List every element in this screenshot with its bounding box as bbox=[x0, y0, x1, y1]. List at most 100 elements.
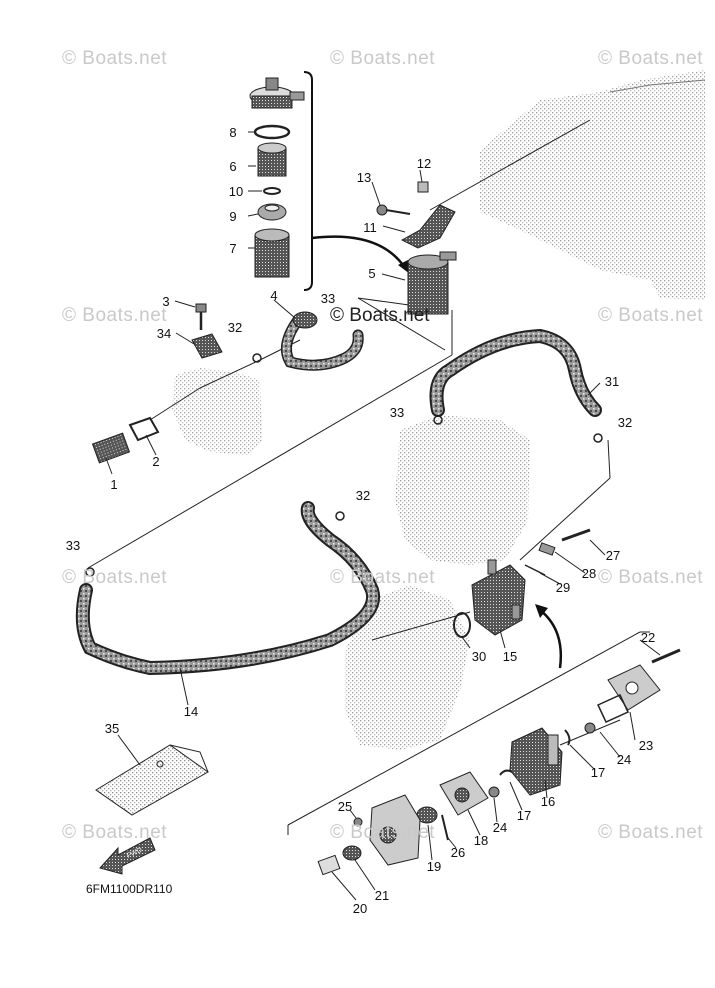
callout-4: 4 bbox=[270, 288, 277, 303]
callout-26: 26 bbox=[451, 845, 465, 860]
callout-13: 13 bbox=[357, 170, 371, 185]
plunger-part-20 bbox=[317, 854, 341, 876]
callout-32a: 32 bbox=[228, 320, 242, 335]
callout-25: 25 bbox=[338, 799, 352, 814]
watermark: © Boats.net bbox=[598, 305, 704, 326]
callout-19: 19 bbox=[427, 859, 441, 874]
callout-23: 23 bbox=[639, 738, 653, 753]
clamp-part-34 bbox=[191, 333, 223, 359]
callout-11: 11 bbox=[363, 220, 377, 235]
pump-cover-part-23 bbox=[607, 664, 661, 711]
fuel-hose-part-4 bbox=[280, 311, 364, 371]
callout-10: 10 bbox=[229, 184, 243, 199]
o-ring-part-8 bbox=[253, 124, 291, 140]
nut-part-12 bbox=[417, 181, 429, 193]
watermark: © Boats.net bbox=[598, 48, 704, 69]
callout-24a: 24 bbox=[617, 752, 631, 767]
callout-1: 1 bbox=[110, 477, 117, 492]
watermark: © Boats.net bbox=[598, 567, 704, 588]
callout-27: 27 bbox=[606, 548, 620, 563]
watermark: © Boats.net bbox=[330, 567, 436, 588]
watermark: © Boats.net bbox=[330, 48, 436, 69]
callout-22: 22 bbox=[641, 630, 655, 645]
callout-8: 8 bbox=[229, 125, 236, 140]
fwd-arrow-icon bbox=[99, 837, 156, 875]
float-part-9 bbox=[257, 203, 287, 221]
watermark: © Boats.net bbox=[330, 822, 436, 843]
engine-block-top-right bbox=[480, 70, 706, 300]
gasket-part-2 bbox=[128, 416, 160, 442]
watermark: © Boats.net bbox=[62, 48, 168, 69]
arrow-to-filter bbox=[311, 235, 407, 269]
callout-35: 35 bbox=[105, 721, 119, 736]
callout-18: 18 bbox=[474, 833, 488, 848]
engine-block-lower bbox=[345, 585, 470, 750]
callout-30: 30 bbox=[472, 649, 486, 664]
filter-bracket-part-11 bbox=[400, 204, 456, 249]
callout-33b: 33 bbox=[390, 405, 404, 420]
callout-31: 31 bbox=[605, 374, 619, 389]
filter-group-bracket bbox=[303, 71, 313, 291]
watermark: © Boats.net bbox=[62, 567, 168, 588]
arrow-to-pump bbox=[539, 609, 562, 669]
arrow-head-pump bbox=[535, 604, 548, 618]
filter-cap-part bbox=[249, 77, 305, 109]
watermark: © Boats.net bbox=[598, 822, 704, 843]
pin-part-26 bbox=[441, 814, 449, 841]
callout-12: 12 bbox=[417, 156, 431, 171]
fuel-pump-part-15 bbox=[471, 559, 526, 636]
watermark: © Boats.net bbox=[62, 822, 168, 843]
callout-9: 9 bbox=[229, 209, 236, 224]
valve-part-17b bbox=[499, 769, 513, 776]
bolt-part-27 bbox=[561, 528, 591, 542]
fuel-hose-part-14 bbox=[75, 501, 381, 676]
pin-part-29 bbox=[524, 564, 546, 576]
spring-part-21 bbox=[342, 845, 362, 861]
engine-block-center-right bbox=[395, 415, 530, 565]
callout-17b: 17 bbox=[517, 808, 531, 823]
gasket-part-24 bbox=[596, 694, 630, 723]
callout-15: 15 bbox=[503, 649, 517, 664]
watermark: © Boats.net bbox=[62, 305, 168, 326]
fuel-joint-part-1 bbox=[91, 432, 131, 464]
callout-32c: 32 bbox=[356, 488, 370, 503]
filter-cup-part-7 bbox=[254, 228, 290, 278]
parts-bag-part-35 bbox=[95, 744, 209, 816]
arrow-head-filter bbox=[398, 260, 410, 274]
screw-part-24b bbox=[584, 722, 596, 734]
bolt-part-13 bbox=[376, 204, 411, 216]
callout-29: 29 bbox=[556, 580, 570, 595]
callout-3: 3 bbox=[162, 294, 169, 309]
pin-part-28 bbox=[538, 542, 556, 556]
callout-34: 34 bbox=[157, 326, 171, 341]
engine-block-left bbox=[172, 368, 262, 455]
pump-body-part-16 bbox=[509, 727, 563, 796]
fuel-hose-part-31 bbox=[429, 328, 602, 417]
callout-14: 14 bbox=[184, 704, 198, 719]
filter-element-part-6 bbox=[257, 142, 287, 177]
callout-24b: 24 bbox=[493, 820, 507, 835]
callout-labels: 8 6 10 9 7 5 12 13 11 3 34 4 33 32 1 2 3… bbox=[66, 125, 655, 916]
callout-leaders bbox=[105, 131, 661, 901]
callout-33c: 33 bbox=[66, 538, 80, 553]
pump-base-part bbox=[369, 794, 421, 866]
callout-21: 21 bbox=[375, 888, 389, 903]
callout-16: 16 bbox=[541, 794, 555, 809]
watermark-center: © Boats.net bbox=[330, 305, 430, 326]
callout-17a: 17 bbox=[591, 765, 605, 780]
callout-2: 2 bbox=[152, 454, 159, 469]
diagram-code: 6FM1100DR110 bbox=[86, 882, 173, 896]
callout-32b: 32 bbox=[618, 415, 632, 430]
callout-6: 6 bbox=[229, 159, 236, 174]
clip-part-10 bbox=[263, 187, 281, 195]
diaphragm-part-18 bbox=[439, 771, 489, 816]
bolt-part-3 bbox=[195, 303, 207, 330]
nut-part-25 bbox=[353, 817, 363, 827]
callout-7: 7 bbox=[229, 241, 236, 256]
screw-part-22 bbox=[651, 648, 681, 664]
callout-5: 5 bbox=[368, 266, 375, 281]
hose-clips bbox=[85, 353, 603, 577]
screw-part-24c bbox=[488, 786, 500, 798]
fuel-filter-assembly-part-5 bbox=[407, 251, 457, 315]
